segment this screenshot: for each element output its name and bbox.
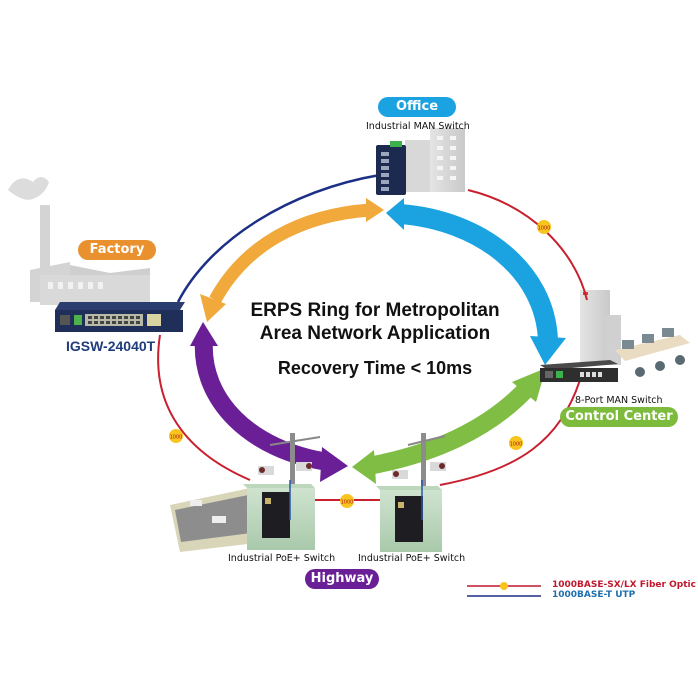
svg-text:1000: 1000 bbox=[538, 226, 551, 232]
highway-right-device-caption: Industrial PoE+ Switch bbox=[358, 553, 466, 564]
utp-link-factory-office bbox=[176, 173, 381, 303]
arrow-factory-highway bbox=[190, 322, 348, 482]
arrow-office-control bbox=[386, 198, 566, 365]
badge-1000: 1000 bbox=[537, 220, 551, 234]
control-center-label: Control Center bbox=[560, 407, 678, 427]
factory-switch-device[interactable] bbox=[55, 302, 185, 332]
factory-label: Factory bbox=[78, 240, 156, 260]
diagram-title-line2: Area Network Application bbox=[259, 323, 491, 344]
control-center-device-caption: 8-Port MAN Switch bbox=[575, 395, 663, 406]
svg-text:1000: 1000 bbox=[341, 500, 354, 506]
legend-fiber-line bbox=[467, 582, 541, 590]
badge-1000: 1000 bbox=[169, 429, 183, 443]
office-building-illustration bbox=[405, 128, 465, 192]
factory-device-model: IGSW-24040T bbox=[66, 338, 156, 354]
control-center-switch-device[interactable] bbox=[540, 360, 618, 382]
office-label: Office bbox=[378, 97, 456, 117]
fiber-link-control-highway bbox=[439, 379, 581, 486]
factory-illustration bbox=[8, 177, 150, 305]
badge-1000: 1000 bbox=[509, 436, 523, 450]
highway-left-device-caption: Industrial PoE+ Switch bbox=[228, 553, 336, 564]
badge-1000: 1000 bbox=[340, 494, 354, 508]
office-device-caption: Industrial MAN Switch bbox=[366, 121, 470, 132]
highway-right-pole-camera bbox=[392, 433, 446, 488]
arrow-office-factory bbox=[200, 198, 384, 322]
highway-left-road-illustration bbox=[170, 487, 265, 552]
legend-utp-label: 1000BASE-T UTP bbox=[552, 590, 636, 600]
legend-fiber-label: 1000BASE-SX/LX Fiber Optic bbox=[552, 580, 696, 590]
recovery-time-label: Recovery Time < 10ms bbox=[277, 358, 473, 378]
fiber-link-factory-highway bbox=[157, 334, 251, 481]
svg-text:1000: 1000 bbox=[170, 435, 183, 441]
arrow-control-highway bbox=[352, 368, 546, 484]
highway-label: Highway bbox=[305, 569, 379, 589]
svg-text:1000: 1000 bbox=[510, 442, 523, 448]
highway-left-pole-camera bbox=[258, 433, 321, 488]
office-switch-device[interactable] bbox=[376, 141, 406, 195]
highway-left-cabinet[interactable] bbox=[243, 480, 315, 550]
highway-right-cabinet[interactable] bbox=[376, 480, 442, 552]
operator-desks-illustration bbox=[615, 328, 690, 377]
control-center-building-illustration bbox=[580, 290, 621, 365]
link-badges: 1000 1000 1000 1000 bbox=[169, 220, 551, 508]
diagram-title-line1: ERPS Ring for Metropolitan bbox=[250, 300, 500, 321]
